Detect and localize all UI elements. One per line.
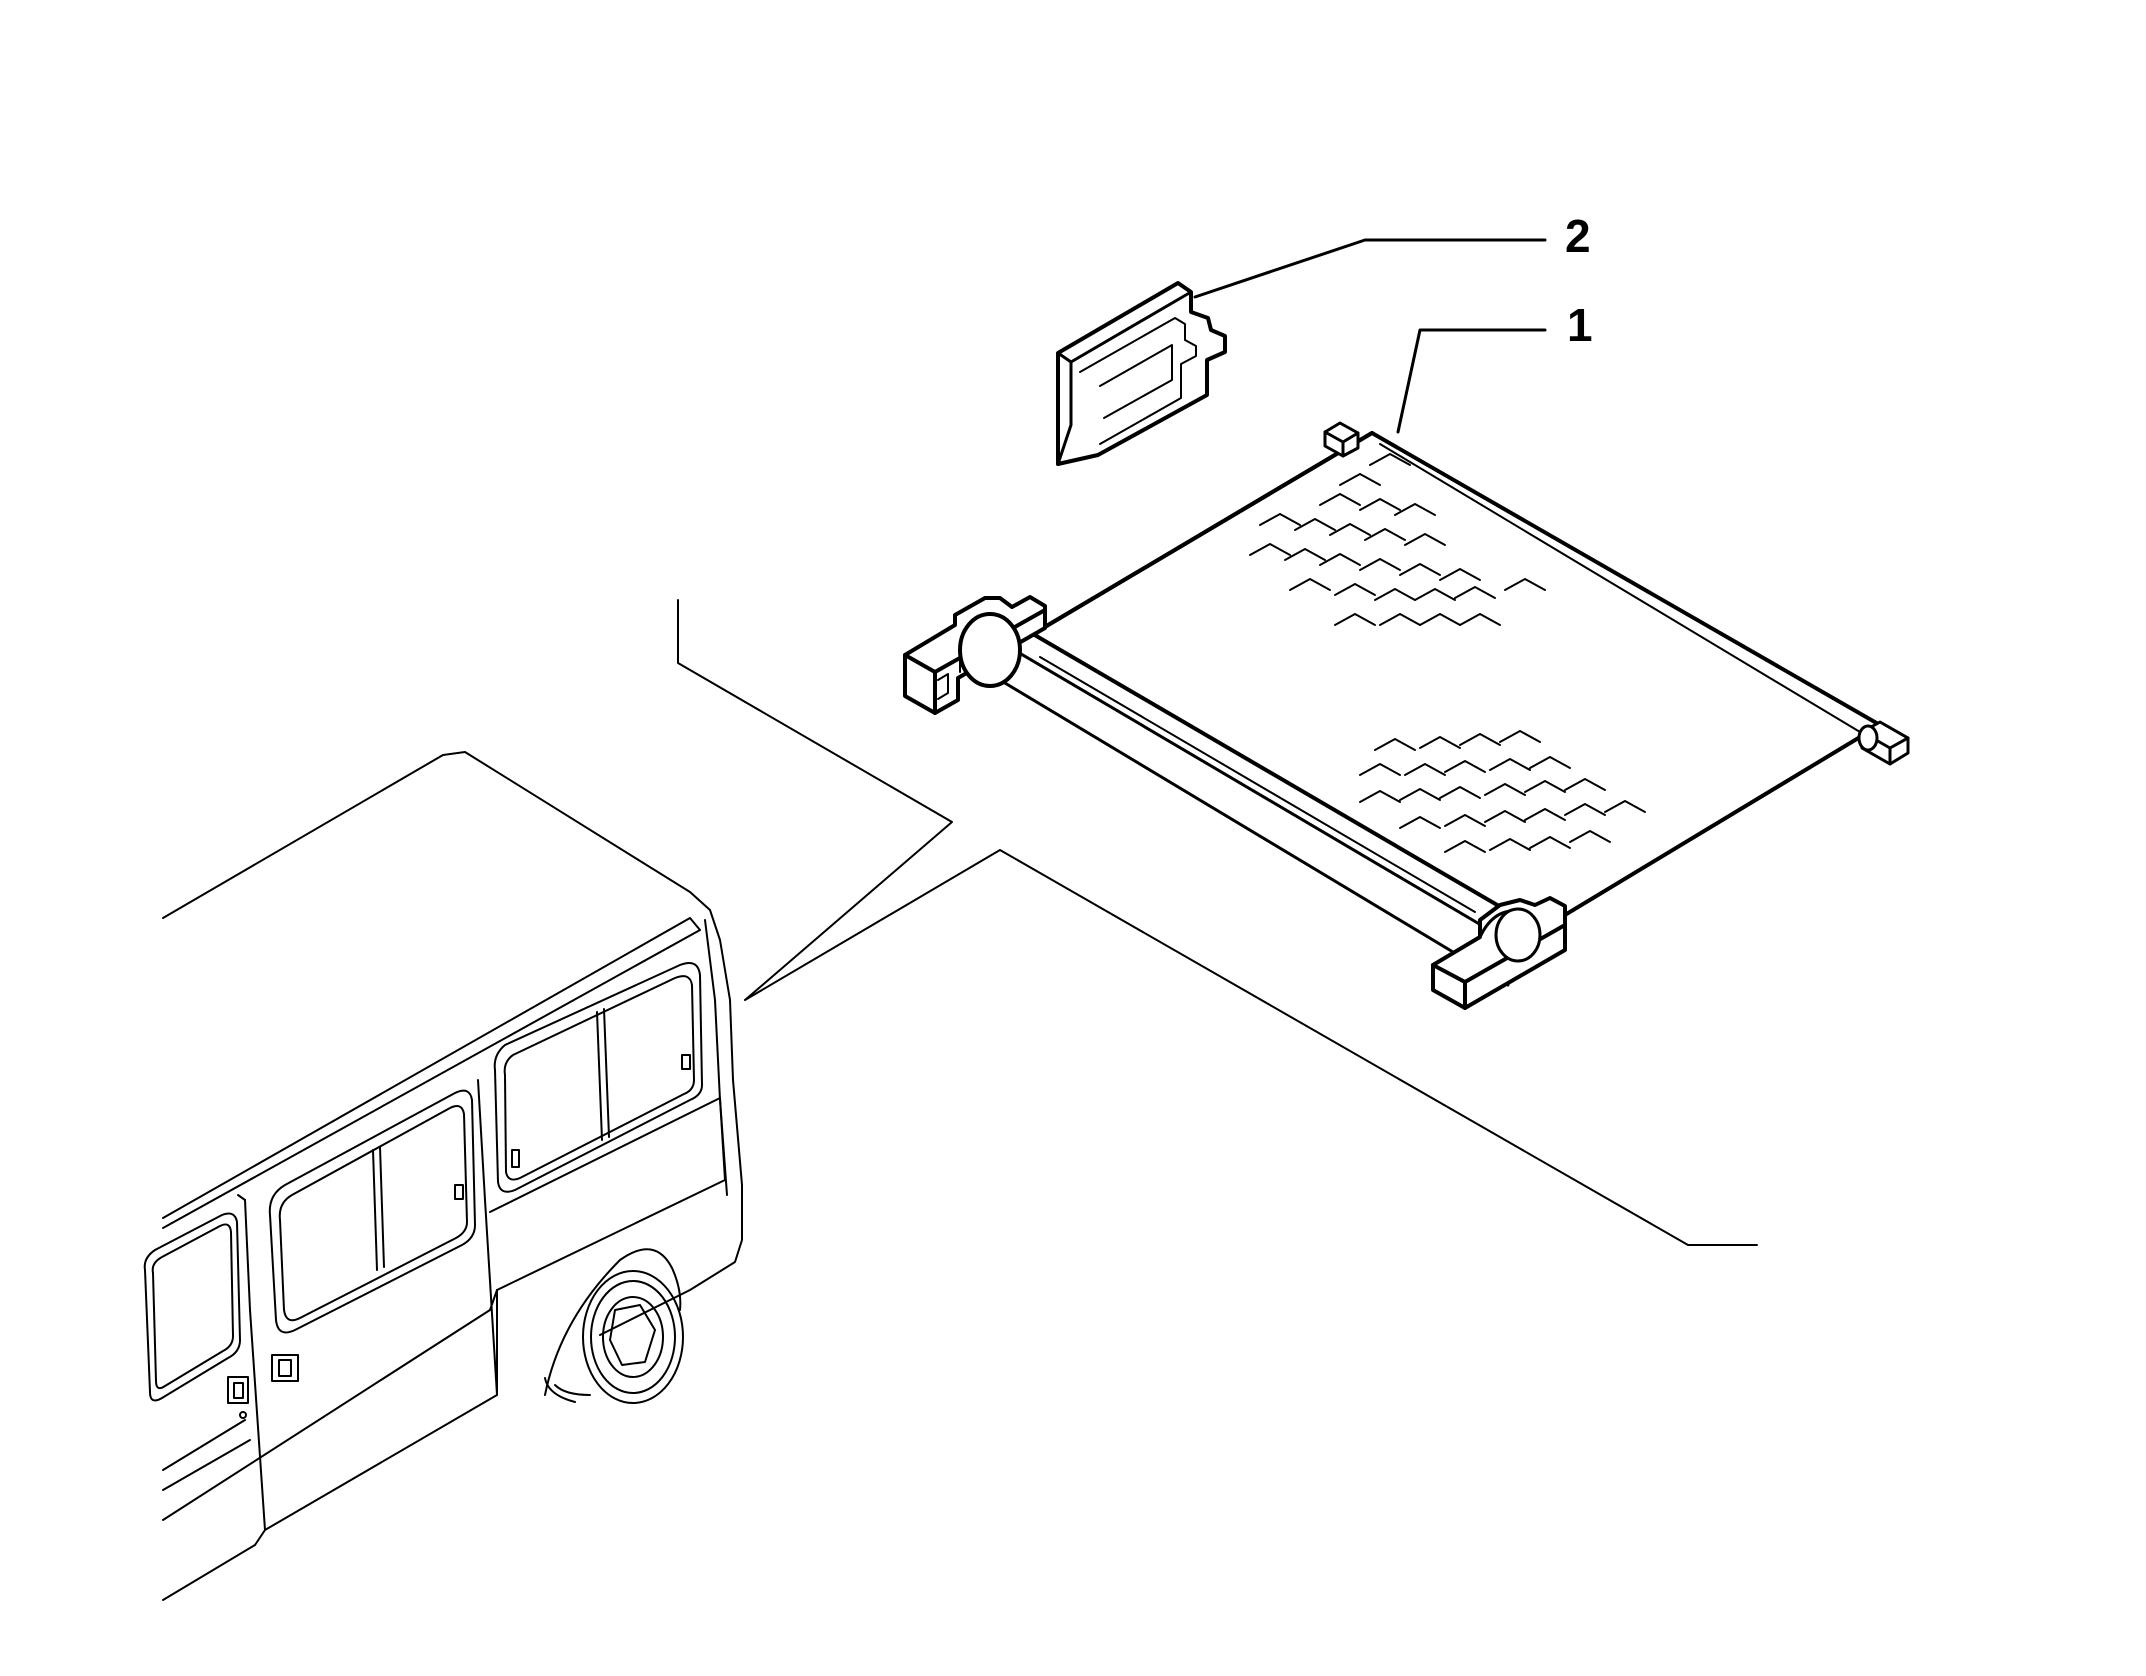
fabric-pattern-upper [1249, 453, 1546, 626]
end-cap-top-left [1323, 421, 1360, 458]
end-cap-right [1857, 720, 1910, 766]
callout-number-1: 1 [1567, 299, 1593, 351]
callout-leader-1 [1396, 328, 1547, 434]
callout-leader-2 [1193, 238, 1547, 299]
roller-sunblind-part [903, 421, 1910, 1010]
fabric-pattern-lower [1359, 730, 1646, 853]
view-pointer-lines [677, 599, 1758, 1246]
callout-number-2: 2 [1565, 210, 1591, 262]
shade-clip-part [1056, 281, 1227, 466]
bracket-left [903, 595, 1047, 715]
blind-fabric [1031, 431, 1882, 932]
bracket-right [1431, 896, 1567, 1010]
van-illustration [143, 751, 743, 1601]
